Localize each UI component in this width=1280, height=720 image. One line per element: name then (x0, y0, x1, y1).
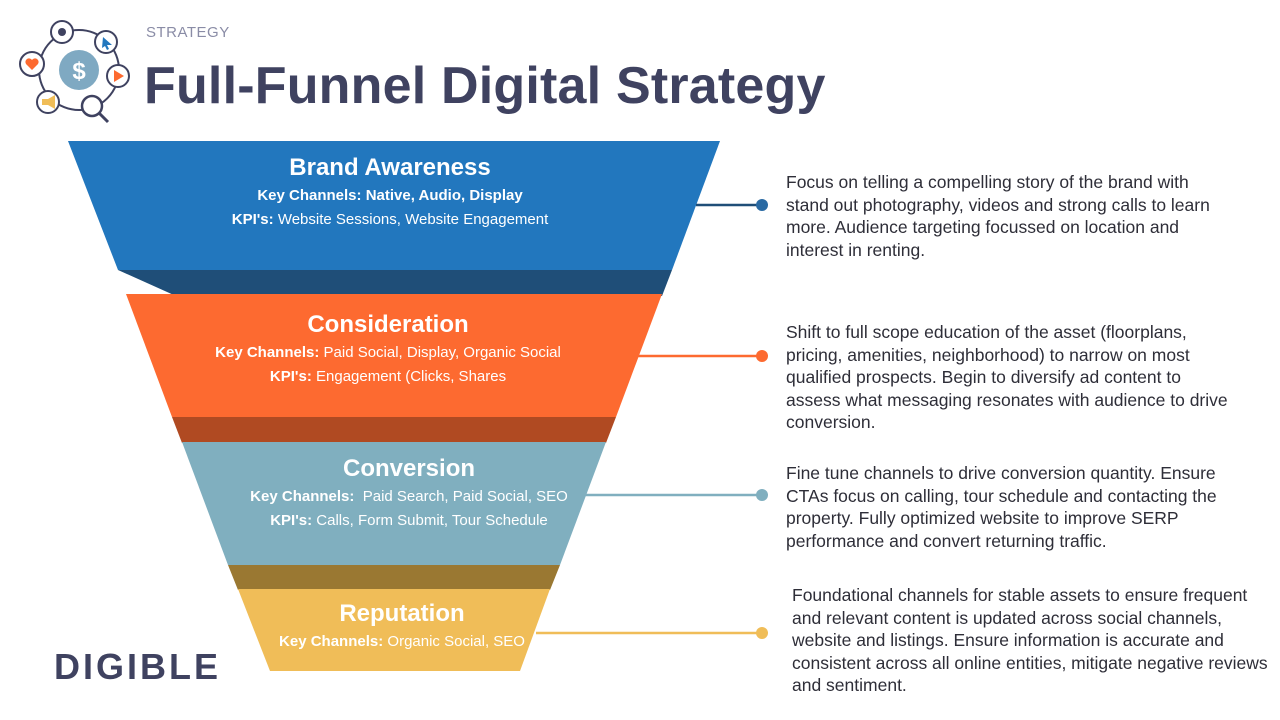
awareness-shadow (118, 270, 672, 296)
reputation-dot (756, 627, 768, 639)
section-eyebrow: STRATEGY (146, 24, 230, 41)
target-icon (50, 20, 74, 44)
megaphone-icon (36, 90, 60, 114)
reputation-band (238, 589, 550, 671)
conversion-description: Fine tune channels to drive conversion q… (786, 463, 1217, 551)
consideration-description: Shift to full scope education of the ass… (786, 322, 1228, 432)
stage-name: Conversion (342, 455, 476, 482)
conversion-dot (756, 489, 768, 501)
svg-text:$: $ (72, 58, 86, 85)
stage-conversion: Conversion Key Channels: Paid Search, Pa… (246, 455, 572, 531)
magnifier-icon (80, 94, 110, 124)
awareness-description: Focus on telling a compelling story of t… (786, 172, 1210, 260)
consideration-dot (756, 350, 768, 362)
stage-kpis: KPI's: Calls, Form Submit, Tour Schedule (270, 512, 548, 529)
awareness-dot (756, 199, 768, 211)
marketing-icons-graphic: $ (19, 20, 130, 124)
stage-consideration: Consideration Key Channels: Paid Social,… (170, 311, 606, 387)
stage-channels: Key Channels: Native, Audio, Display (257, 187, 523, 204)
stage-channels: Key Channels: Paid Search, Paid Social, … (250, 488, 568, 505)
awareness-band (68, 141, 720, 270)
stage-channels: Key Channels: Paid Social, Display, Orga… (215, 344, 561, 361)
stage-kpis: KPI's: Engagement (Clicks, Shares (269, 368, 507, 385)
stage-reputation: Reputation Key Channels: Organic Social,… (262, 600, 542, 652)
heart-icon (19, 51, 45, 77)
stage-name: Consideration (307, 311, 469, 338)
conversion-shadow (228, 565, 560, 590)
cursor-icon (94, 30, 118, 54)
consideration-shadow (172, 417, 616, 443)
conversion-band (182, 442, 606, 565)
play-icon (106, 64, 130, 88)
stage-name: Reputation (339, 600, 465, 627)
consideration-band (126, 294, 662, 417)
stage-kpis: KPI's: Website Sessions, Website Engagem… (231, 211, 549, 228)
stage-name: Brand Awareness (289, 154, 491, 181)
page-title: Full-Funnel Digital Strategy (144, 57, 826, 115)
stage-awareness: Brand Awareness Key Channels: Native, Au… (160, 154, 620, 230)
stage-channels: Key Channels: Organic Social, SEO (279, 633, 525, 650)
digible-logo: DIGIBLE (54, 646, 222, 687)
reputation-description: Foundational channels for stable assets … (792, 585, 1268, 695)
